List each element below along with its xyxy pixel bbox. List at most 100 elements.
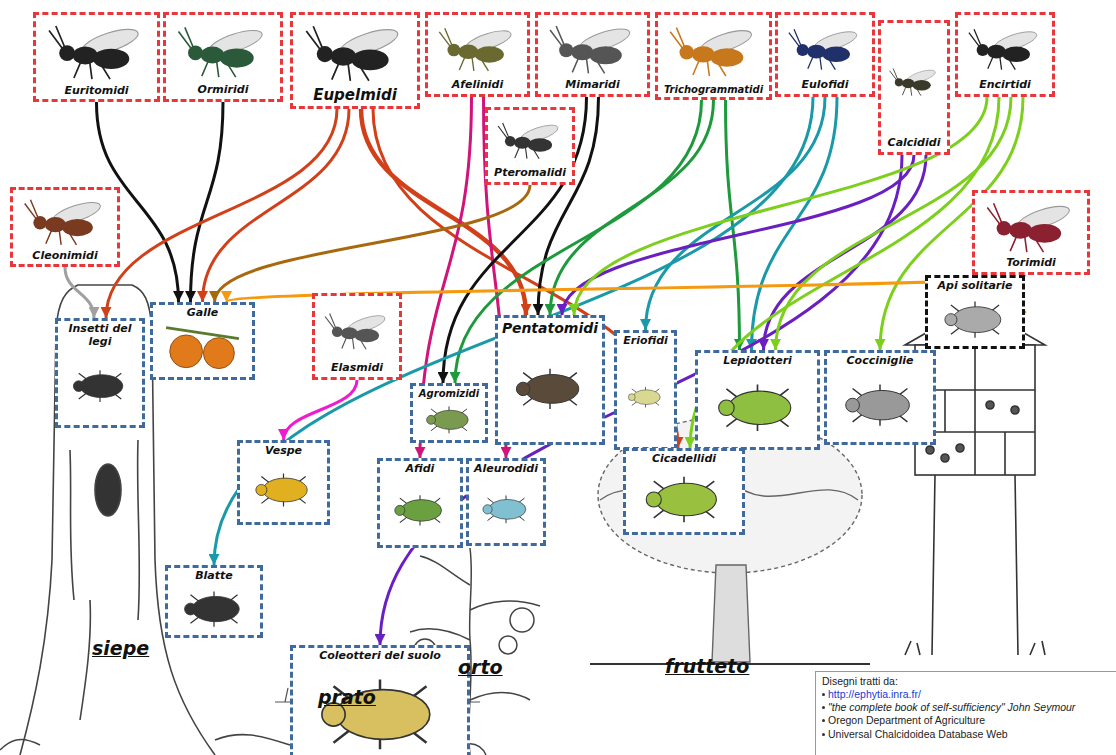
wasp-icon (40, 17, 153, 85)
wasp-icon-part (59, 45, 75, 61)
host-icon-part (953, 306, 1001, 332)
node-label: Afidi (384, 463, 456, 476)
wasp-icon-part (332, 326, 343, 337)
parasitoid-box: Mimaridi (535, 12, 650, 97)
wasp-icon-part (912, 80, 931, 90)
wasp-icon (297, 17, 413, 87)
wasp-icon-part (997, 221, 1012, 236)
parasitoid-box: Trichogrammatidi (655, 12, 772, 100)
wasp-icon-part (977, 44, 989, 56)
hedge-tree-part (0, 735, 290, 750)
host-box: Blatte (165, 565, 263, 638)
host-icon (244, 458, 323, 520)
wasp-icon-part (1002, 46, 1030, 61)
parasitoid-box: Eulofidi (775, 12, 875, 97)
bee-hotel-part (1011, 406, 1019, 414)
wasp-icon (979, 195, 1083, 257)
parasitoid-box: Ormiridi (163, 12, 283, 102)
wasp-icon-part (352, 49, 389, 70)
parasitism-arrow (690, 97, 999, 448)
host-icon-part (395, 505, 405, 515)
wasp-icon-part (355, 329, 379, 343)
wasp-icon-part (797, 44, 809, 56)
parasitism-arrow (562, 155, 914, 315)
node-label: Eriofidi (621, 335, 670, 348)
parasitism-arrow (752, 97, 838, 350)
node-label: Pentatomidi (502, 320, 598, 336)
parasitoid-box: Euritomidi (33, 12, 160, 102)
wasp-icon-part (447, 44, 460, 57)
host-icon-part (656, 483, 716, 515)
host-icon (417, 400, 481, 438)
vegetable-plant-part (499, 636, 517, 654)
host-icon (384, 476, 456, 543)
credit-text: "the complete book of self-sufficiency" … (828, 701, 1075, 714)
wasp-icon (542, 17, 643, 79)
parasitoid-box: Encirtidi (955, 12, 1055, 97)
host-icon-part (855, 390, 910, 419)
habitat-label: frutteto (665, 655, 749, 677)
wasp-icon-part (895, 78, 903, 86)
credit-row: Disegni tratti da: (822, 675, 1110, 688)
node-label: Blatte (172, 570, 256, 583)
node-label: Torimidi (979, 257, 1083, 270)
host-icon (702, 368, 813, 445)
parasitoid-box: Calcididi (878, 20, 950, 155)
host-box: Cocciniglie (824, 350, 936, 445)
wasp-icon-part (680, 45, 694, 59)
wasp-icon-part (317, 46, 333, 62)
node-label: Cleonimidi (17, 250, 113, 263)
wasp-icon-part (62, 219, 93, 236)
host-icon (932, 293, 1018, 345)
parasitoid-box: Cleonimidi (10, 187, 120, 267)
host-icon-part (263, 478, 307, 502)
node-label: Cocciniglie (831, 355, 929, 368)
wasp-icon-part (822, 46, 850, 61)
wasp-icon (170, 17, 276, 84)
habitat-label: orto (458, 656, 503, 678)
host-box: Agromizidi (410, 383, 488, 443)
host-icon-part (945, 313, 957, 325)
bullet-dot (822, 693, 825, 696)
wasp-icon-part (1028, 224, 1061, 243)
parasitism-arrow (203, 109, 350, 302)
wasp-icon-part (505, 136, 516, 147)
credit-row: Oregon Department of Agriculture (822, 714, 1110, 727)
host-icon-part (185, 603, 197, 615)
bee-hotel-part (986, 401, 994, 409)
hedge-tree-part (20, 285, 215, 755)
host-icon-part (525, 375, 579, 404)
credit-text: Oregon Department of Agriculture (828, 714, 985, 727)
host-icon (621, 348, 670, 445)
wasp-icon-part (188, 45, 203, 60)
bullet-dot (822, 733, 825, 736)
node-label: Pteromalidi (492, 167, 568, 180)
gall-icon-part (203, 337, 234, 368)
credits-panel: Disegni tratti da:http://ephytia.inra.fr… (815, 671, 1116, 755)
host-box: Aleurodidi (466, 458, 546, 546)
host-icon (62, 348, 138, 423)
host-icon-part (256, 484, 267, 495)
host-icon-part (719, 400, 735, 416)
credit-text: Disegni tratti da: (822, 675, 898, 688)
host-box: Afidi (377, 458, 463, 548)
host-icon-part (192, 596, 239, 621)
bee-hotel-part (926, 446, 934, 454)
wasp-icon (962, 17, 1048, 79)
wasp-icon (662, 17, 765, 84)
credit-row: http://ephytia.inra.fr/ (822, 688, 1110, 701)
node-label: Insetti del legi (62, 323, 138, 348)
wasp-icon-part (220, 49, 254, 68)
parasitism-arrow (284, 380, 358, 440)
host-icon-part (729, 391, 791, 424)
wasp-icon (782, 17, 868, 79)
wasp-icon-part (528, 138, 552, 152)
node-label: Encirtidi (962, 79, 1048, 92)
credit-text: http://ephytia.inra.fr/ (828, 688, 921, 701)
node-label: Afelinidi (432, 79, 523, 92)
parasitism-arrow (214, 97, 813, 565)
node-label: Agromizidi (417, 388, 481, 400)
host-icon (473, 476, 539, 541)
node-label: Trichogrammatidi (662, 84, 765, 96)
